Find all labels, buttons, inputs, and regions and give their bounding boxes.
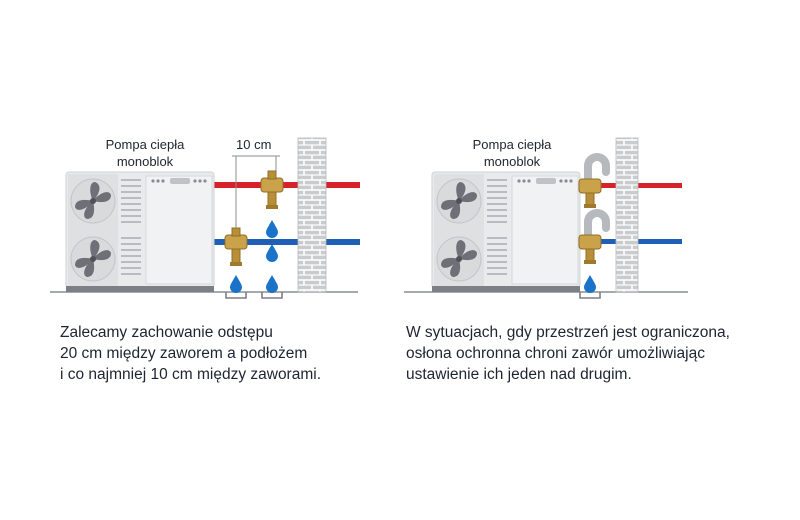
hot-pipe xyxy=(210,182,360,188)
valve-icon xyxy=(578,178,602,208)
panel-recommended-spacing: Pompa ciepła monoblok 10 cm Zalecamy zac… xyxy=(50,136,360,385)
fan-icon xyxy=(70,178,116,224)
water-drop-icon xyxy=(584,275,596,293)
water-drop-icon xyxy=(266,275,278,293)
caption-line: osłona ochronna chroni zawór umożliwiają… xyxy=(406,345,705,362)
valve-icon xyxy=(578,234,602,264)
water-drop-icon xyxy=(230,275,242,293)
unit-label-line2: monoblok xyxy=(116,154,174,169)
caption-left: Zalecamy zachowanie odstępu 20 cm między… xyxy=(60,322,321,385)
grille xyxy=(121,179,141,275)
grille xyxy=(487,179,507,275)
unit-label-line2: monoblok xyxy=(483,154,541,169)
drain-tray xyxy=(225,292,247,299)
caption-line: ustawienie ich jeden nad drugim. xyxy=(406,366,632,383)
spacing-label: 10 cm xyxy=(236,137,272,152)
heat-pump-unit xyxy=(65,171,215,292)
caption-line: W sytuacjach, gdy przestrzeń jest ograni… xyxy=(406,324,730,341)
heat-pump-unit xyxy=(431,171,581,292)
panel-protective-cover: Pompa ciepła monoblok W sytuacjach, gdy … xyxy=(400,0,800,520)
fan-icon xyxy=(70,236,116,282)
fan-icon xyxy=(436,178,482,224)
valve-icon xyxy=(224,227,248,266)
brick-wall-icon xyxy=(297,137,327,293)
caption-line: 20 cm między zaworem a podłożem xyxy=(60,345,308,362)
unit-label-line1: Pompa ciepła xyxy=(105,137,185,152)
unit-label-line1: Pompa ciepła xyxy=(472,137,552,152)
water-drop-icon xyxy=(266,220,278,238)
diagram-right xyxy=(404,137,688,299)
water-drop-icon xyxy=(266,244,278,262)
caption-line: Zalecamy zachowanie odstępu xyxy=(60,324,273,341)
drain-tray xyxy=(261,292,283,299)
brick-wall-icon xyxy=(615,137,639,293)
protective-cover-icon xyxy=(584,209,610,240)
drain-tray xyxy=(579,292,601,299)
unit-label-left: Pompa ciepła monoblok xyxy=(90,136,200,170)
valve-icon xyxy=(260,170,284,209)
diagram-left xyxy=(50,137,360,299)
protective-cover-icon xyxy=(584,153,610,184)
spacing-dimension xyxy=(232,155,280,232)
cold-pipe xyxy=(210,239,360,245)
fan-icon xyxy=(436,236,482,282)
caption-line: i co najmniej 10 cm między zaworami. xyxy=(60,366,322,383)
caption-right: W sytuacjach, gdy przestrzeń jest ograni… xyxy=(406,322,730,385)
unit-label-right: Pompa ciepła monoblok xyxy=(457,136,567,170)
